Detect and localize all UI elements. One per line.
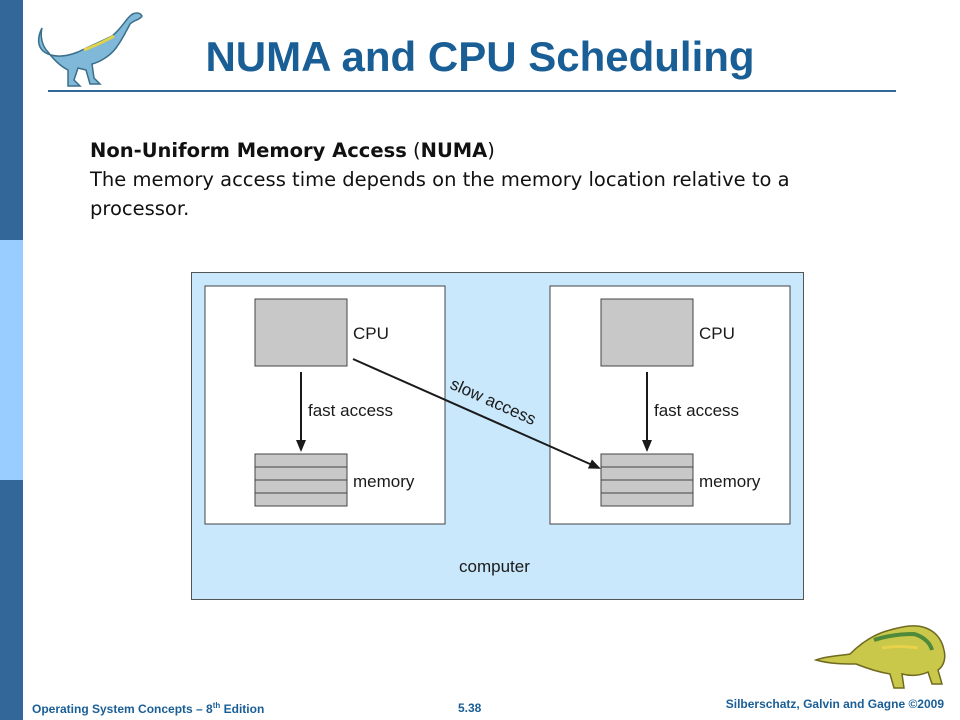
dinosaur-logo-icon <box>37 12 143 87</box>
slow-access-arrow <box>352 358 601 469</box>
computer-label: computer <box>459 557 530 576</box>
left-memory-block <box>254 453 348 507</box>
footer-page-number: 5.38 <box>458 701 482 715</box>
numa-diagram: CPU fast access memory CPU fast access m… <box>191 272 804 600</box>
footer-edition-word: Edition <box>220 702 265 716</box>
footer-edition-sup: th <box>212 701 221 710</box>
title-divider <box>48 90 896 92</box>
right-memory-block <box>600 453 694 507</box>
footer-book-text: Operating System Concepts – 8 <box>32 702 213 716</box>
footer-authors: Silberschatz, Galvin and Gagne ©2009 <box>725 697 944 711</box>
sidebar-bar-highlight <box>0 240 23 480</box>
definition-line: Non-Uniform Memory Access (NUMA) <box>90 136 850 165</box>
description-text: The memory access time depends on the me… <box>90 168 790 220</box>
left-fast-label: fast access <box>308 401 393 420</box>
definition-text: Non-Uniform Memory Access (NUMA) The mem… <box>90 136 850 223</box>
left-cpu-label: CPU <box>353 324 389 343</box>
definition-close-paren: ) <box>487 139 495 162</box>
page-title: NUMA and CPU Scheduling <box>205 33 755 80</box>
footer-book-title: Operating System Concepts – 8th Edition <box>32 701 264 716</box>
right-fast-label: fast access <box>654 401 739 420</box>
right-memory-label: memory <box>699 472 761 491</box>
definition-term: Non-Uniform Memory Access <box>90 139 407 162</box>
definition-open-paren: ( <box>406 139 421 162</box>
left-cpu-block <box>254 298 348 367</box>
dinosaur-footer-icon <box>813 625 946 689</box>
definition-abbrev: NUMA <box>420 139 488 162</box>
right-cpu-label: CPU <box>699 324 735 343</box>
left-memory-label: memory <box>353 472 415 491</box>
right-cpu-block <box>600 298 694 367</box>
